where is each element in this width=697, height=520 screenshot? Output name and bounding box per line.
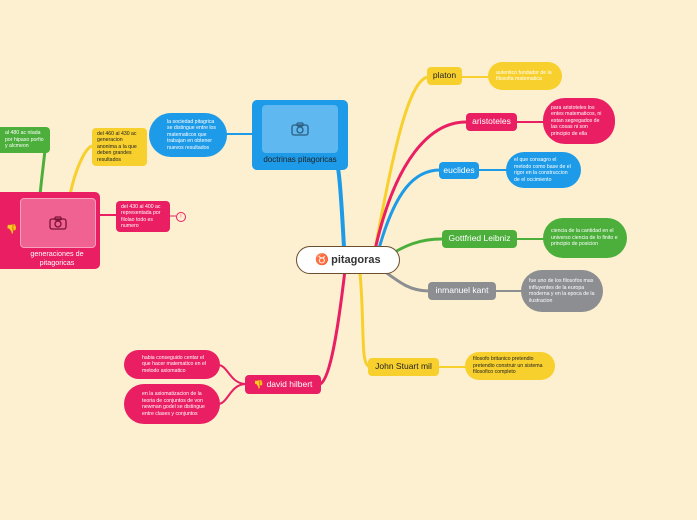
branch-hilbert-label: david hilbert [266,378,313,389]
camera-icon [49,216,67,230]
note-generaciones-430[interactable]: del 430 al 400 ac representada por filol… [116,201,170,232]
note-hilbert-2-text: en la axiomatizacion de la teoria de con… [142,391,205,417]
link-doctrinas [336,167,346,249]
note-generaciones-480[interactable]: al 480 ac ntada por hipaso porfio y alcm… [0,127,50,153]
branch-hilbert[interactable]: 👎 david hilbert [245,375,321,394]
note-480-text: al 480 ac ntada por hipaso porfio y alcm… [5,130,44,150]
note-hilbert-2[interactable]: en la axiomatizacion de la teoria de con… [124,384,220,424]
link-hilbert [319,269,347,386]
branch-euclides[interactable]: euclides [439,162,479,179]
generaciones-image [20,198,96,248]
note-kant-text: fue uno de los filosofos mas influyentes… [529,278,595,304]
link-euclides [376,168,441,253]
note-leibniz-text: ciencia de la cantidad en el universo ci… [551,228,618,248]
link-mill [358,272,371,369]
root-label: pitagoras [331,253,381,266]
link-aristoteles [373,120,467,251]
branch-mill[interactable]: John Stuart mil [368,358,439,376]
note-mill-text: filosofo britanico pretendio pretendio c… [473,356,543,376]
link-platon [373,75,429,251]
note-leibniz[interactable]: ciencia de la cantidad en el universo ci… [543,218,627,258]
note-460-text: del 460 al 430 ac generacion anonima a l… [97,130,137,163]
note-430-text: del 430 al 400 ac representada por filol… [121,203,161,230]
branch-leibniz[interactable]: Gottfried Leibniz [442,230,517,248]
note-mill[interactable]: filosofo britanico pretendio pretendio c… [465,352,555,380]
note-euclides-text: el que consagro el metodo como base de e… [514,157,571,183]
note-kant[interactable]: fue uno de los filosofos mas influyentes… [521,270,603,312]
thumbs-down-icon: 👎 [253,379,264,389]
branch-doctrinas[interactable]: doctrinas pitagoricas [252,100,348,170]
note-platon[interactable]: autentico fundador de la filosofia matem… [488,62,562,90]
branch-platon[interactable]: platon [427,67,462,85]
root-icon: ♉ [315,253,330,266]
root-node[interactable]: ♉ pitagoras [296,246,400,274]
branch-generaciones[interactable]: 👎 generaciones de pitagoricas [0,192,100,269]
branch-aristoteles[interactable]: aristoteles [466,113,517,131]
branch-kant[interactable]: inmanuel kant [428,282,496,300]
doctrinas-label: doctrinas pitagoricas [263,155,337,164]
camera-icon [291,122,309,136]
note-aristoteles-text: para aristoteles los entes matematicos, … [551,104,602,137]
note-platon-text: autentico fundador de la filosofia matem… [496,69,552,83]
note-euclides[interactable]: el que consagro el metodo como base de e… [506,152,581,188]
info-badge-icon[interactable]: ! [176,212,186,222]
generaciones-label: generaciones de pitagoricas [30,249,84,267]
note-doctrinas[interactable]: la sociedad pitagrica se distingue entre… [149,113,227,157]
note-hilbert-1[interactable]: habia conseguido centar el que hacer mat… [124,350,220,379]
note-hilbert-1-text: habia conseguido centar el que hacer mat… [142,354,207,374]
note-doctrinas-text: la sociedad pitagrica se distingue entre… [167,118,217,151]
note-aristoteles[interactable]: para aristoteles los entes matematicos, … [543,98,615,144]
thumbs-down-icon: 👎 [6,224,18,234]
note-generaciones-460[interactable]: del 460 al 430 ac generacion anonima a l… [92,128,147,166]
doctrinas-image [262,105,338,153]
